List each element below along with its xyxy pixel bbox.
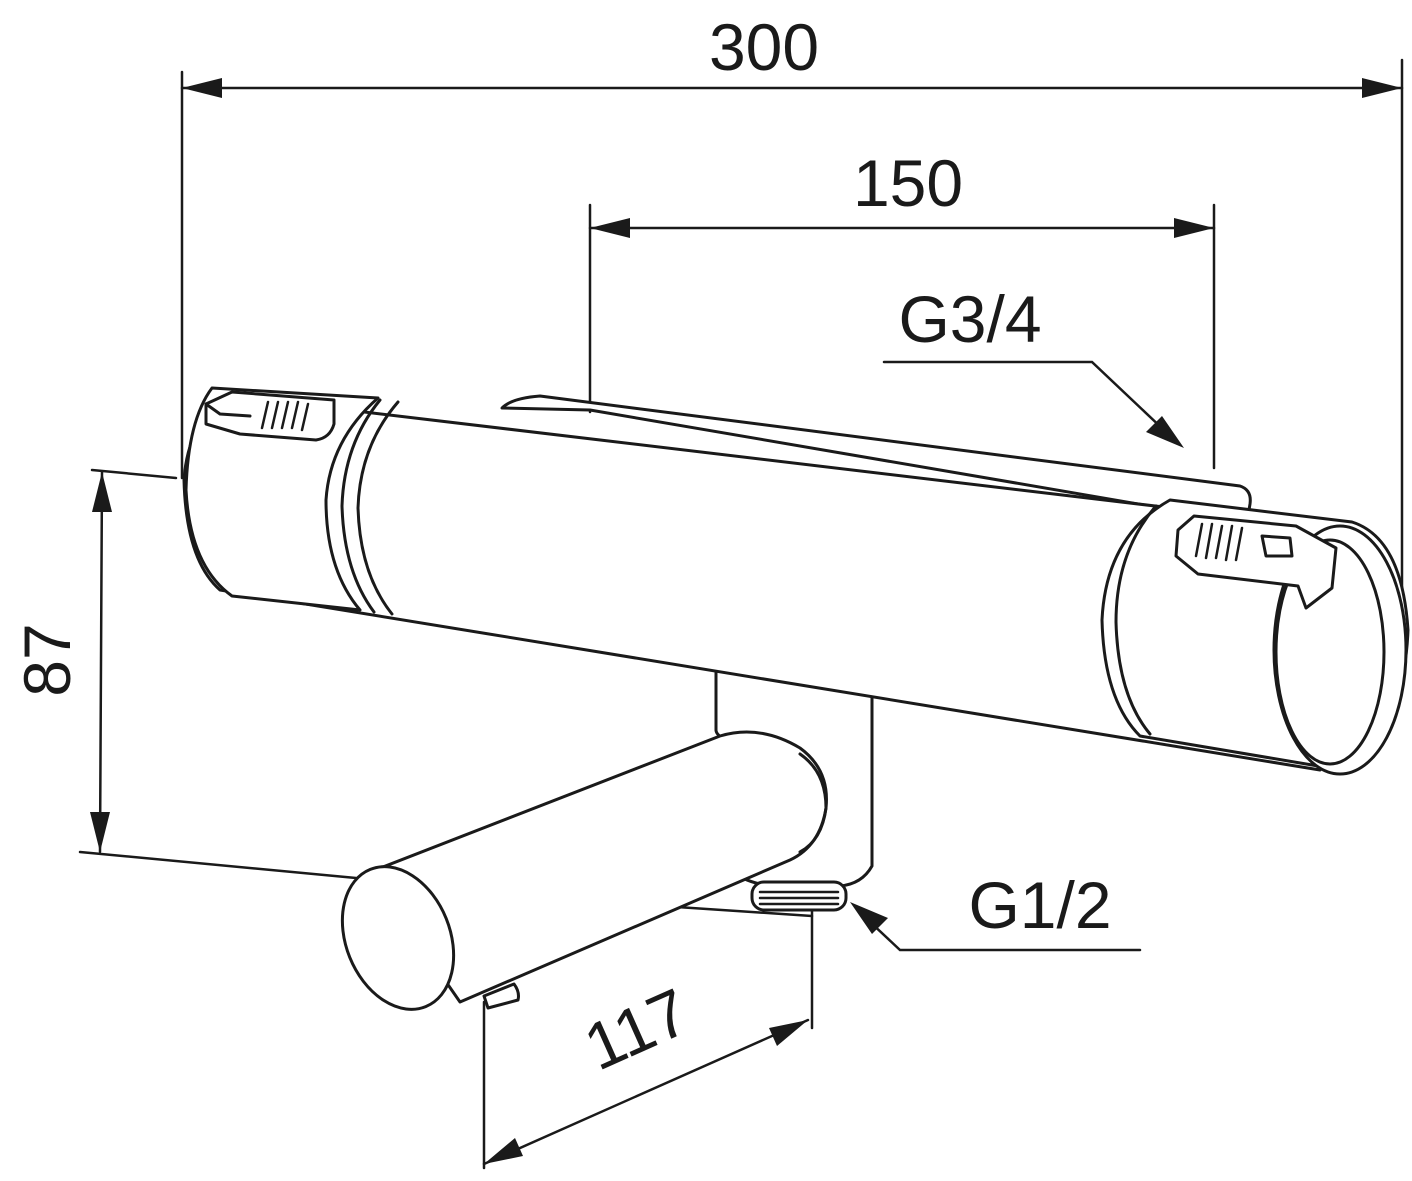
arrow-head-bottom [90,812,110,852]
outlet-thread-connector [750,880,848,912]
left-handle-ring [340,398,382,614]
dimension-overall-width: 300 [180,10,1404,592]
label-spout-depth: 117 [574,974,700,1084]
wall-bracket [500,394,1252,518]
outlet-nut [750,880,848,912]
left-temperature-button [204,390,336,442]
dimension-line-87 [98,470,104,854]
right-flow-button [1174,514,1338,610]
dimension-line-117 [482,1018,810,1166]
arrow-head [1146,416,1184,448]
arrow-head-top [92,472,112,512]
arrow-head-left [484,1138,523,1164]
left-handle-ring-inner [356,400,400,616]
arrow-head-left [182,78,222,98]
label-inlet-thread: G3/4 [898,282,1041,356]
leader-outlet-thread: G1/2 [850,868,1142,952]
spout-aerator-lip [482,982,520,1010]
leader-inlet-thread: G3/4 [882,282,1184,448]
extension-line-top [90,468,178,480]
label-overall-width: 300 [709,10,819,84]
right-handle-ring [1114,504,1158,736]
spout-end-cap [340,865,456,1011]
arrow-head-right [1174,218,1214,238]
right-handle-face-inner [1274,538,1386,766]
label-height: 87 [10,623,84,696]
label-outlet-thread: G1/2 [968,868,1111,942]
leader-line [882,360,1168,434]
dimension-inlet-spacing: 150 [588,146,1216,470]
spout-bend-curve [798,752,828,854]
arrow-head-left [590,218,630,238]
mixer-body [182,386,1410,1011]
extension-line-outlet [660,904,814,918]
arrow-head-right [1362,78,1402,98]
label-inlet-spacing: 150 [853,146,963,220]
extension-line-bottom [78,850,358,880]
leader-line [866,918,1142,952]
arrow-head-right [769,1020,808,1046]
dimension-height: 87 [10,468,358,880]
arrow-head [850,902,888,934]
left-handle [184,386,380,612]
